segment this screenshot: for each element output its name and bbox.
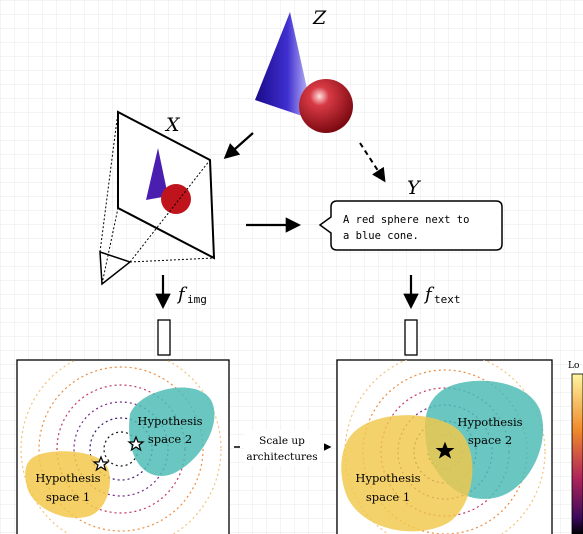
scale-up-line1: Scale up	[259, 435, 305, 447]
left-space1-line2: space 1	[46, 490, 90, 504]
left-space2-line1: Hypothesis	[137, 414, 202, 428]
arrow-z-to-x	[223, 132, 254, 160]
caption-line-1: A red sphere next to	[343, 214, 469, 226]
scene-z: Z	[255, 7, 353, 133]
left-space1-line1: Hypothesis	[35, 471, 100, 485]
right-panel: Hypothesis space 2 Hypothesis space 1	[336, 359, 553, 534]
colorbar-label: Lo	[568, 361, 579, 371]
image-x: X	[99, 110, 216, 286]
left-space2-line2: space 2	[148, 432, 192, 446]
speech-bubble	[318, 200, 503, 251]
scale-up-line2: architectures	[246, 451, 317, 463]
right-space2-line2: space 2	[468, 433, 512, 447]
left-hypothesis-space-2	[129, 387, 215, 477]
right-space1-line1: Hypothesis	[355, 471, 420, 485]
star-icon-space2	[127, 435, 145, 452]
star-icon-optimum	[435, 441, 455, 459]
label-z: Z	[312, 7, 327, 29]
colorbar: Lo	[568, 361, 583, 534]
left-hypothesis-space-1	[25, 451, 110, 518]
image-embedding	[157, 319, 171, 356]
left-panel: Hypothesis space 2 Hypothesis space 1	[16, 359, 230, 534]
colorbar-gradient	[571, 373, 583, 534]
caption-y: Y A red sphere next to a blue cone.	[318, 177, 503, 251]
cone-shape	[255, 12, 314, 120]
scale-up-arrow: Scale up architectures	[234, 430, 332, 466]
text-embedding	[404, 319, 418, 356]
f-img-sub: img	[187, 293, 207, 306]
sphere-shape	[299, 79, 353, 133]
star-icon-space1	[92, 455, 110, 472]
right-space2-line1: Hypothesis	[457, 415, 522, 429]
label-y: Y	[407, 177, 422, 199]
label-x: X	[164, 114, 181, 136]
image-cone	[146, 148, 168, 200]
arrow-z-to-y	[359, 142, 386, 183]
right-hypothesis-space-1	[341, 415, 473, 532]
f-text-sub: text	[434, 293, 461, 306]
caption-line-2: a blue cone.	[343, 230, 419, 242]
right-space1-line2: space 1	[366, 490, 410, 504]
image-sphere	[161, 184, 191, 214]
